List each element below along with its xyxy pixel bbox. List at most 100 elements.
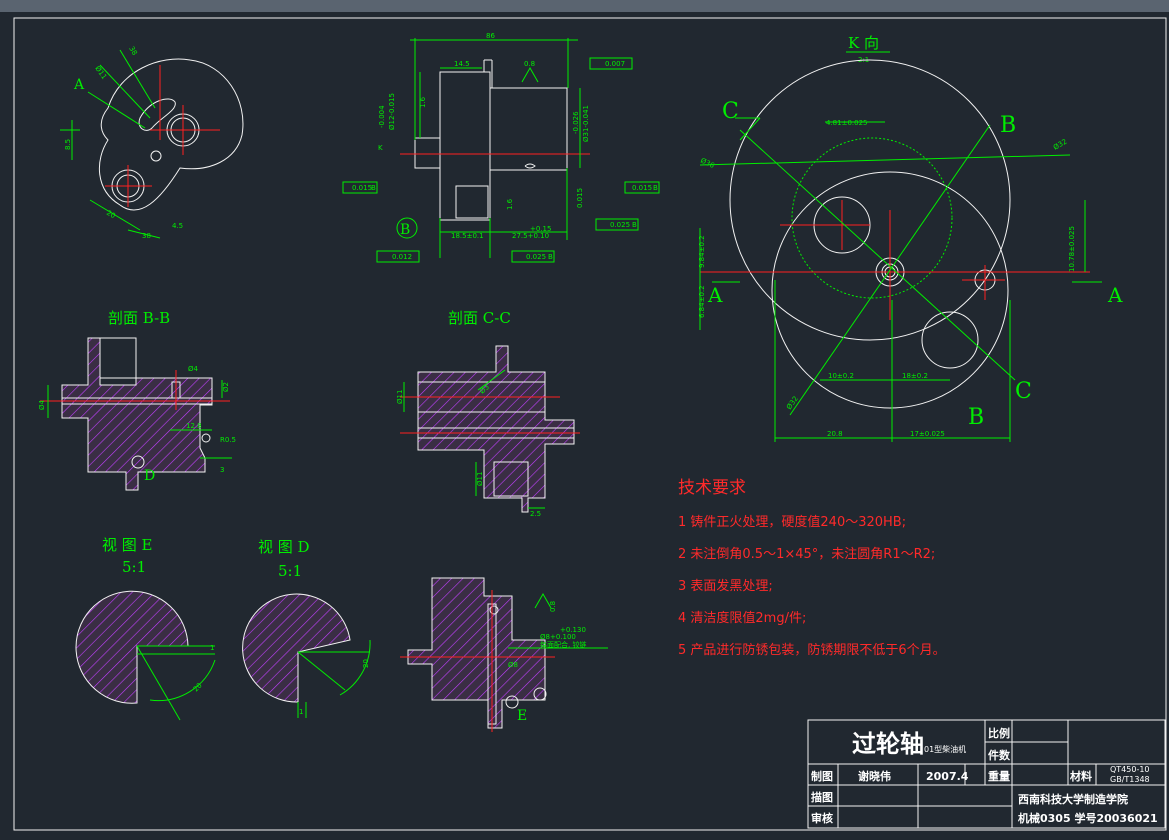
dim-k-8: 20.8 bbox=[827, 430, 843, 438]
dim-e-1: 20 bbox=[192, 681, 204, 693]
dim-k-4: 6.84±0.2 bbox=[698, 285, 706, 318]
section-bb-title: 剖面 B-B bbox=[108, 309, 170, 327]
drawn-label: 制图 bbox=[811, 769, 833, 783]
tech-req-item-4: 4 清洁度限值2mg/件; bbox=[678, 610, 806, 626]
dim-bb-0: Ø4 bbox=[38, 399, 46, 410]
tech-requirements: 技术要求 1 铸件正火处理，硬度值240～320HB; 2 未注倒角0.5～1×… bbox=[678, 478, 946, 658]
scale-label: 比例 bbox=[988, 726, 1010, 740]
count-label: 件数 bbox=[988, 748, 1011, 762]
dim-tc-17: +0.15 bbox=[530, 225, 551, 233]
dim-tc-4: -0.004 bbox=[378, 105, 386, 128]
dim-cc-3: 2.5 bbox=[530, 510, 541, 518]
dim-tc-1: 14.5 bbox=[454, 60, 470, 68]
drawn-name: 谢晓伟 bbox=[858, 769, 891, 783]
drawing-canvas[interactable]: Ø11 38 8.5 20 38 4.5 A bbox=[0, 12, 1169, 840]
dim-bb-4: R0.5 bbox=[220, 436, 236, 444]
marker-b-k1: B bbox=[1000, 113, 1016, 138]
k-view: K 向 2:1 C B C B A bbox=[698, 34, 1123, 442]
tech-req-item-5: 5 产品进行防锈包装，防锈期限不低于6个月。 bbox=[678, 642, 946, 658]
dim-bb-2: Ø4 bbox=[188, 365, 199, 373]
dim-tc-0: 86 bbox=[486, 32, 495, 40]
dim-k-6: 10±0.2 bbox=[828, 372, 854, 380]
dim-k-10: Ø32 bbox=[785, 395, 800, 411]
material-value-2: GB/T1348 bbox=[1110, 775, 1150, 784]
dim-tl-2: 8.5 bbox=[64, 139, 72, 150]
checked-label: 审核 bbox=[811, 811, 833, 825]
dim-tc-22: B bbox=[548, 253, 553, 261]
view-e-title: 视 图 E bbox=[102, 536, 153, 554]
top-center-view: 86 14.5 0.8 0.007 -0.004 Ø12-0.015 -0.02… bbox=[342, 32, 660, 263]
dim-bb-3: 12.8 bbox=[186, 422, 202, 430]
dim-tc-11: 0.015 bbox=[632, 184, 652, 192]
dim-tl-4: 38 bbox=[142, 232, 151, 240]
marker-a-k2: A bbox=[1107, 283, 1123, 307]
dim-k-1: Ø36 bbox=[699, 157, 716, 171]
top-left-view: Ø11 38 8.5 20 38 4.5 A bbox=[60, 45, 244, 240]
drawing-frame bbox=[13, 17, 1167, 831]
dim-cc-2: Ø11 bbox=[476, 472, 484, 486]
dim-tc-15: 0.025 bbox=[526, 253, 546, 261]
dim-sr-1: +0.130 bbox=[560, 626, 586, 634]
dim-bb-5: 3 bbox=[220, 466, 224, 474]
view-d-title: 视 图 D bbox=[258, 538, 310, 556]
marker-a-tl: A bbox=[73, 77, 85, 93]
dim-tl-5: 4.5 bbox=[172, 222, 183, 230]
section-cc-title: 剖面 C-C bbox=[448, 309, 511, 327]
dim-e-0: 1 bbox=[210, 644, 214, 652]
dim-k-3: 9.84±0.2 bbox=[698, 235, 706, 268]
dim-k-9: 17±0.025 bbox=[910, 430, 945, 438]
title-bar bbox=[0, 0, 1169, 12]
marker-e: E bbox=[517, 708, 527, 724]
traced-label: 描图 bbox=[811, 790, 833, 804]
section-cc: 剖面 C-C Ø11 Ø3 Ø11 2.5 bbox=[396, 309, 580, 518]
tech-req-item-2: 2 未注倒角0.5～1×45°，未注圆角R1～R2; bbox=[678, 547, 935, 562]
dim-tc-12: 0.015 bbox=[576, 188, 584, 208]
dim-tc-18: 27.5+0.10 bbox=[512, 232, 549, 240]
view-e-scale: 5:1 bbox=[122, 558, 146, 576]
marker-b-k2: B bbox=[968, 405, 984, 430]
dim-tc-7: Ø31-0.041 bbox=[582, 105, 590, 142]
dim-tc-13: 0.025 bbox=[610, 221, 630, 229]
dim-tc-8: 1.6 bbox=[419, 96, 427, 108]
section-right: 0.8 +0.130 Ø8+0.100 Ø8 每面配合, 铰链 E bbox=[400, 577, 608, 732]
weight-label: 重量 bbox=[988, 769, 1010, 783]
dim-tl-3: 20 bbox=[105, 209, 117, 220]
dim-k-5: 10.78±0.025 bbox=[1068, 226, 1076, 272]
k-view-title: K 向 bbox=[848, 34, 879, 52]
dim-k-2: Ø32 bbox=[1052, 138, 1068, 152]
dim-tc-6: -0.026 bbox=[572, 111, 580, 134]
material-label: 材料 bbox=[1070, 769, 1092, 783]
marker-a-k1: A bbox=[707, 283, 723, 307]
title-block: 过轮轴 01型柴油机 比例 件数 重量 材料 QT450-10 GB/T1348… bbox=[807, 719, 1166, 829]
dim-tc-9: 1.6 bbox=[506, 198, 514, 210]
marker-c-k2: C bbox=[1015, 379, 1032, 404]
dim-tc-2: 0.8 bbox=[524, 60, 535, 68]
class-id: 机械0305 学号20036021 bbox=[1018, 811, 1158, 825]
dim-tc-16: 18.5±0.1 bbox=[451, 232, 484, 240]
marker-k: K bbox=[378, 144, 383, 152]
tech-req-title: 技术要求 bbox=[678, 478, 746, 498]
dim-tc-3: 0.007 bbox=[605, 60, 625, 68]
product-name: 01型柴油机 bbox=[924, 744, 966, 754]
view-d: 视 图 D 5:1 20 1 bbox=[242, 538, 371, 718]
marker-d: D bbox=[144, 468, 155, 484]
dim-d-0: 20 bbox=[362, 659, 370, 668]
tech-req-item-3: 3 表面发黑处理; bbox=[678, 578, 773, 594]
dim-tc-5: Ø12-0.015 bbox=[388, 93, 396, 130]
view-d-scale: 5:1 bbox=[278, 562, 302, 580]
tech-req-item-1: 1 铸件正火处理，硬度值240～320HB; bbox=[678, 514, 906, 530]
dim-tl-1: 38 bbox=[127, 45, 138, 57]
material-value-1: QT450-10 bbox=[1110, 765, 1150, 774]
dim-k-0: 4.81±0.025 bbox=[826, 119, 868, 127]
dim-tc-10: 0.015 bbox=[352, 184, 372, 192]
dim-tl-0: Ø11 bbox=[93, 65, 108, 81]
dim-tc-14: 0.012 bbox=[392, 253, 412, 261]
drawn-date: 2007.4 bbox=[926, 770, 969, 783]
section-bb: 剖面 B-B Ø4 Ø2 Ø4 12.8 R0.5 3 D bbox=[38, 309, 236, 491]
part-name: 过轮轴 bbox=[852, 730, 924, 758]
dim-sr-2: Ø8+0.100 bbox=[540, 633, 576, 641]
dim-tc-19: B bbox=[371, 184, 376, 192]
marker-b-tc: B bbox=[400, 222, 410, 238]
dim-sr-0: 0.8 bbox=[549, 601, 557, 612]
drawing-svg: Ø11 38 8.5 20 38 4.5 A bbox=[13, 17, 1167, 831]
